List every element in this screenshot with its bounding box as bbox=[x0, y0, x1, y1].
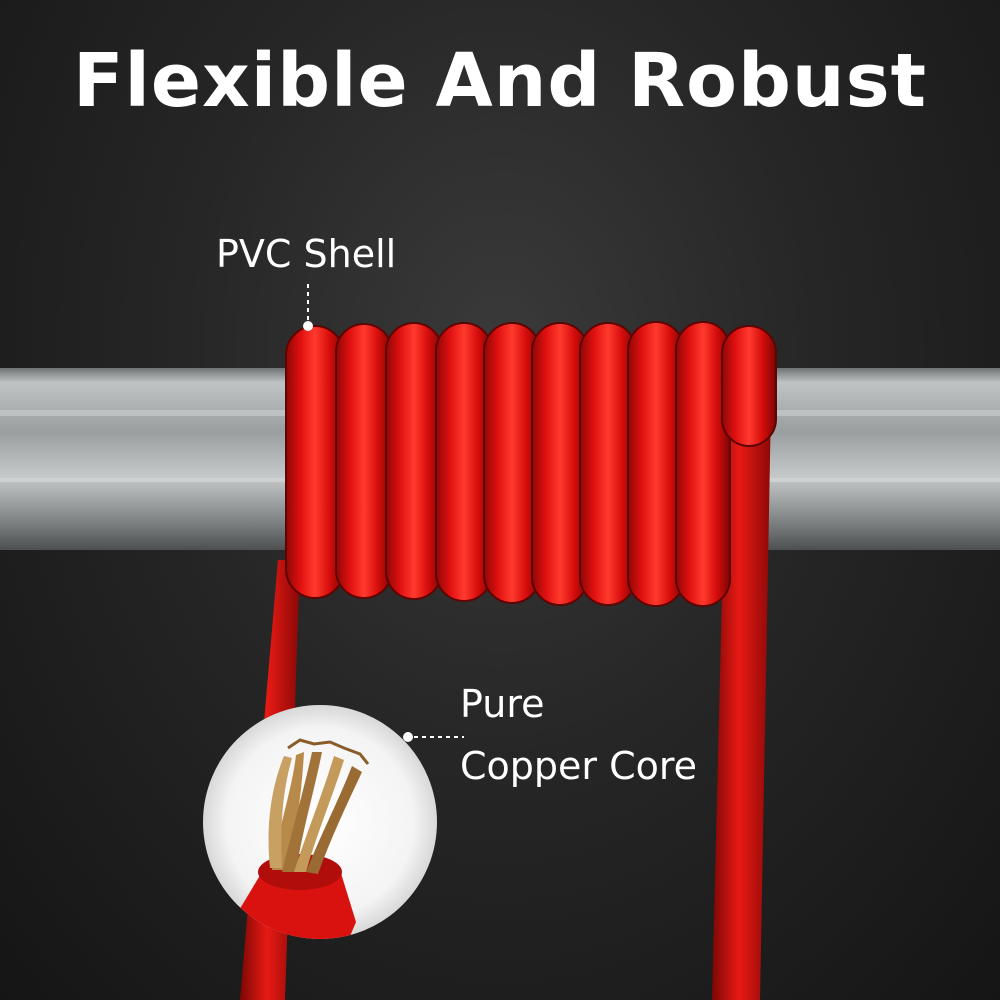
copper-core-pointer bbox=[403, 732, 464, 742]
pvc-shell-pointer bbox=[303, 284, 313, 331]
copper-core-label-line1: Pure bbox=[460, 682, 545, 726]
wire-coil bbox=[285, 321, 777, 607]
copper-core-inset bbox=[203, 705, 437, 939]
headline: Flexible And Robust bbox=[72, 38, 928, 124]
copper-core-label-line2: Copper Core bbox=[460, 743, 698, 788]
pvc-shell-label: PVC Shell bbox=[216, 232, 397, 276]
copper-core-label: Pure Copper Core bbox=[460, 682, 698, 808]
